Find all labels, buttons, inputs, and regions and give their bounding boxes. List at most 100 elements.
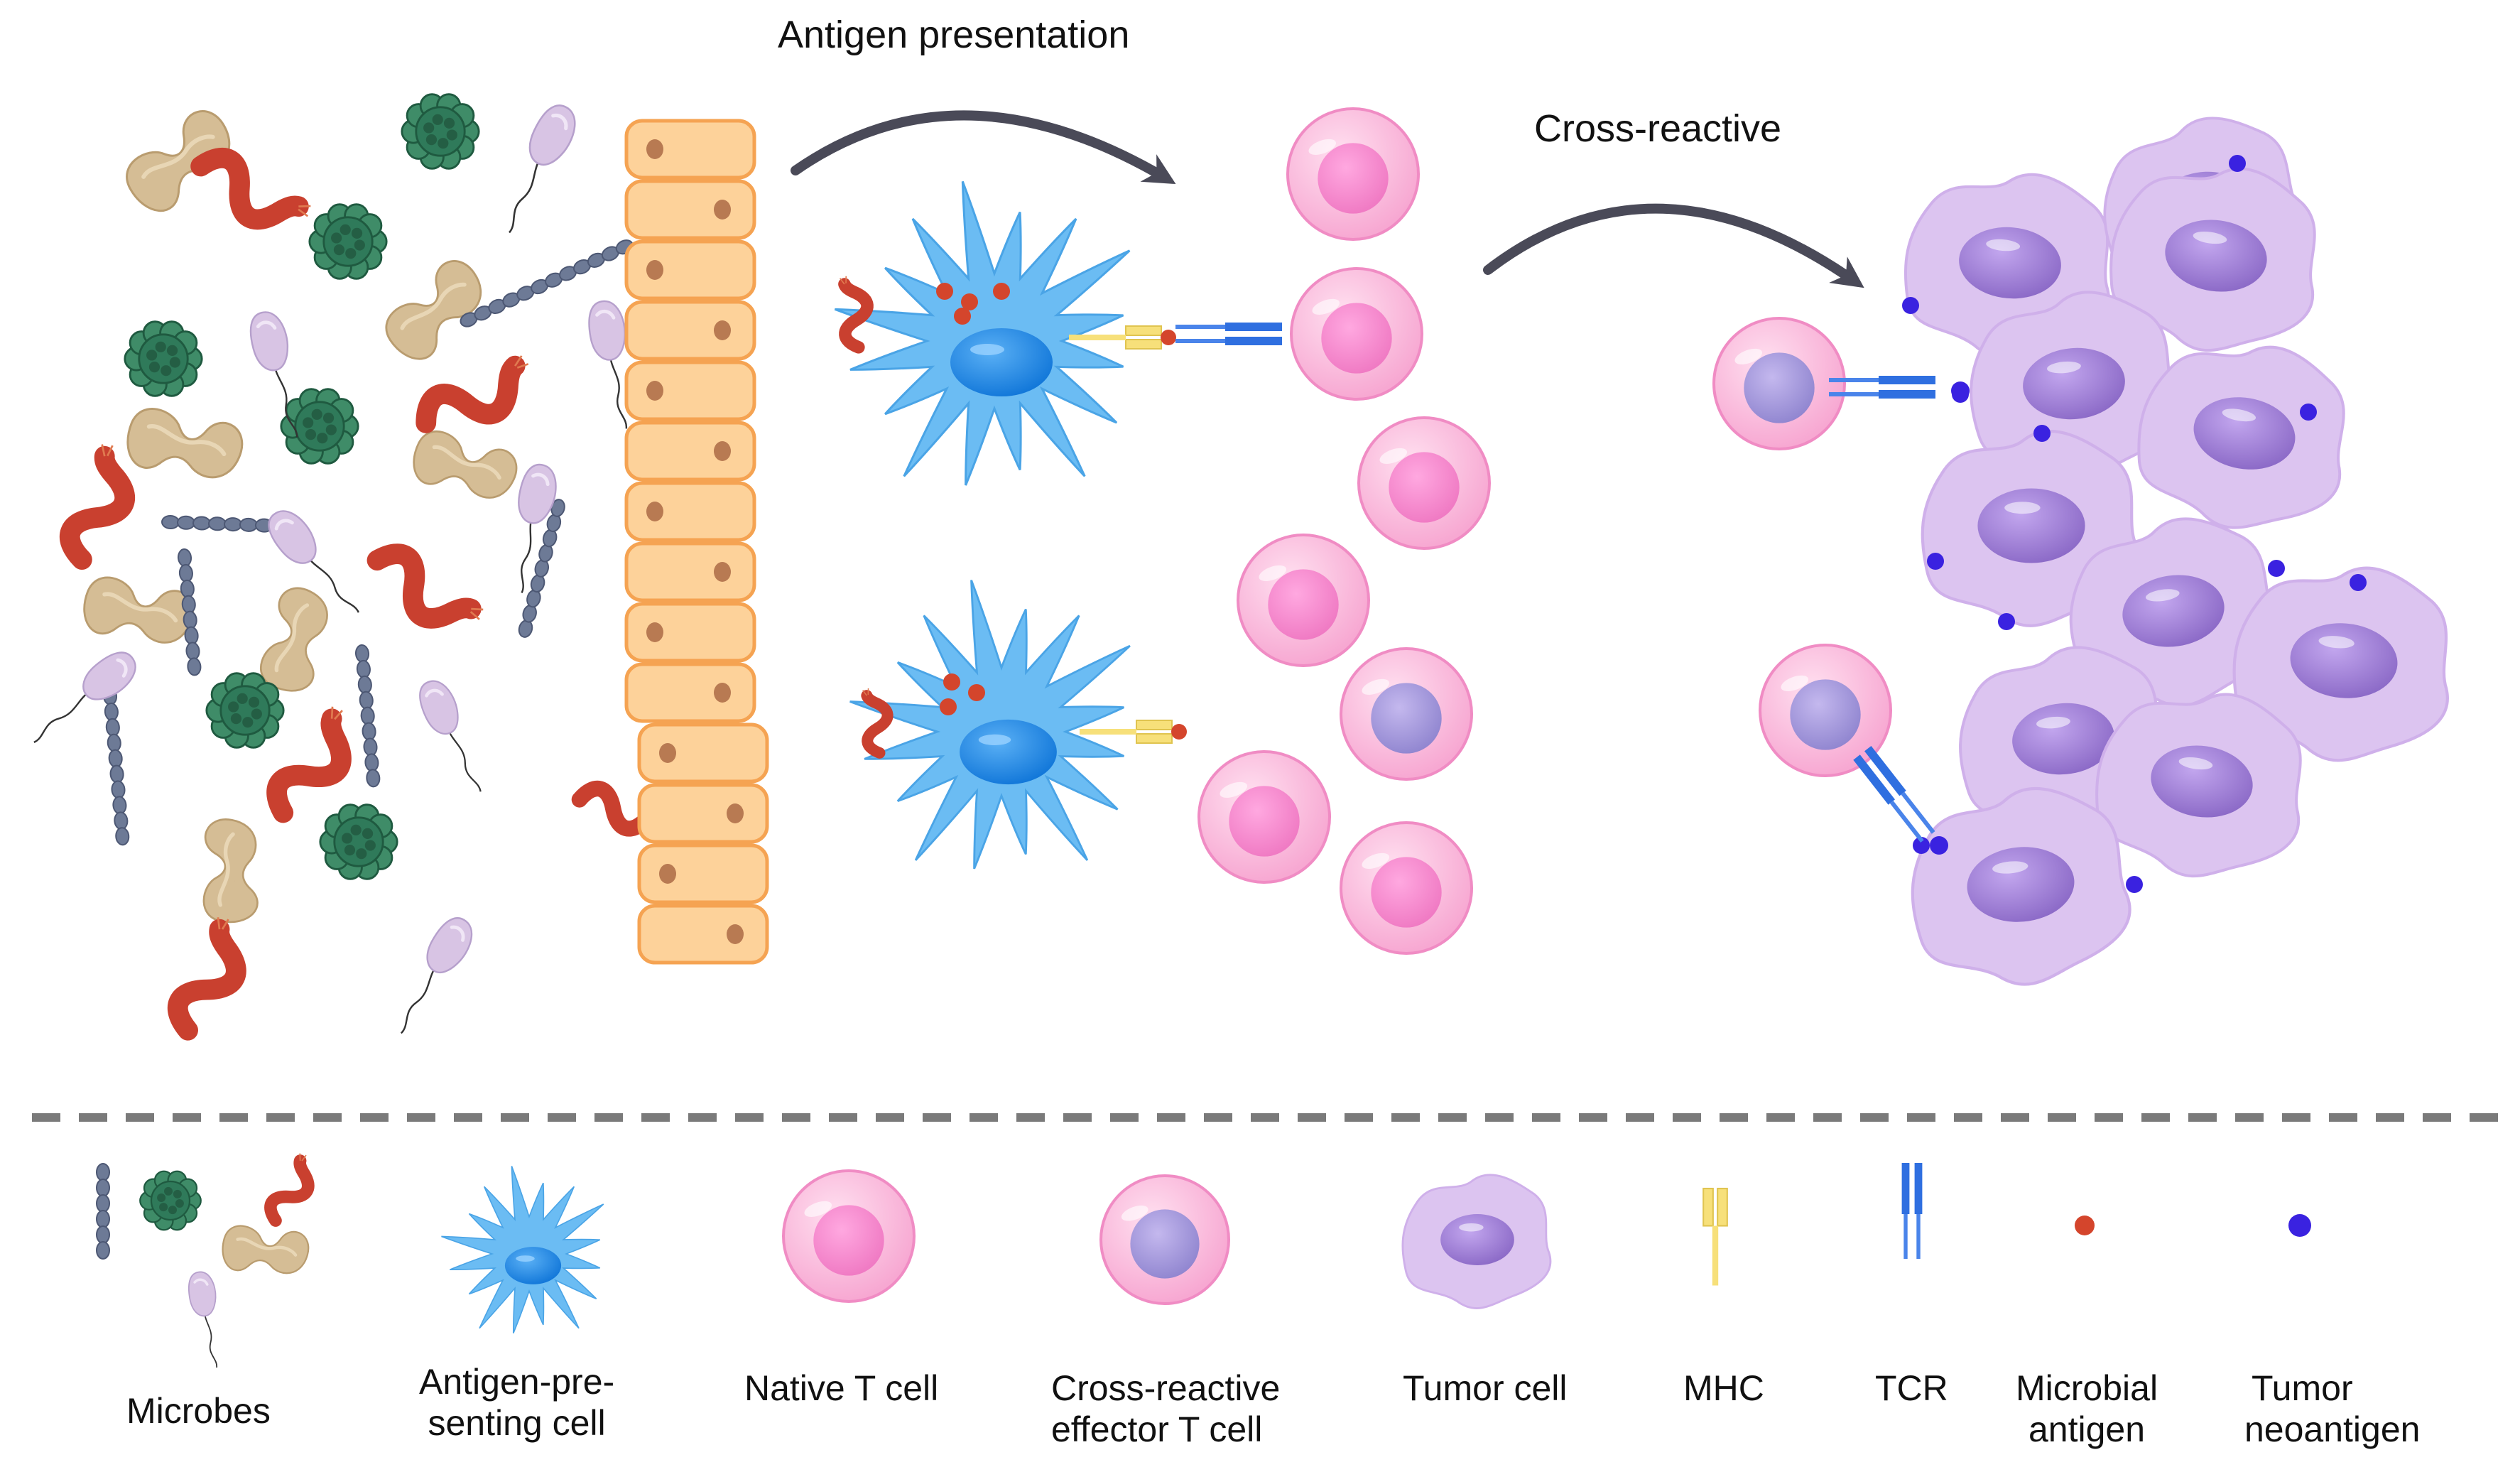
- legend-label-neo-line1: Tumor: [2244, 1368, 2420, 1409]
- virus-capsomere: [149, 362, 160, 372]
- epithelial-cell-nucleus: [646, 381, 663, 401]
- tcr-beta-stem: [1175, 339, 1225, 343]
- chain-bead: [185, 627, 199, 644]
- mhc-molecule: [1080, 720, 1172, 743]
- t-cell-nucleus: [1229, 786, 1299, 856]
- epithelial-cell-body: [626, 604, 754, 661]
- virus-core: [324, 217, 372, 266]
- legend-label-microbial-line2: antigen: [2016, 1409, 2158, 1450]
- rod-bacterium-body: [219, 1220, 311, 1282]
- virus-capsomere: [159, 1203, 168, 1211]
- spiral-bacterium-body: [190, 148, 301, 236]
- legend-label-effector-t-cell: Cross-reactive effector T cell: [1051, 1368, 1280, 1450]
- legend-label-microbial-antigen: Microbial antigen: [2016, 1368, 2158, 1450]
- epithelial-cell: [626, 362, 754, 419]
- t-cell: [1288, 109, 1418, 239]
- mhc-alpha-chain: [1126, 326, 1161, 335]
- t-cell-nucleus: [1318, 143, 1388, 213]
- chain-bead: [97, 1211, 109, 1228]
- t-cell: [1714, 318, 1845, 449]
- tcr-alpha-chain: [1902, 1163, 1910, 1214]
- virus: [320, 805, 397, 879]
- microbial-antigen-dot: [1171, 724, 1187, 740]
- epithelial-cell-nucleus: [714, 200, 731, 220]
- tumor-cell: [1403, 1175, 1550, 1309]
- virus-capsomere: [340, 224, 351, 235]
- legend-label-tumor-cell: Tumor cell: [1403, 1368, 1568, 1409]
- virus-capsomere: [352, 228, 362, 239]
- chain-bead: [107, 734, 121, 752]
- legend-label-microbial-line1: Microbial: [2016, 1368, 2158, 1409]
- virus-capsomere: [170, 357, 180, 367]
- chain-bead: [224, 518, 242, 531]
- virus-core: [221, 686, 269, 735]
- rod-bacterium-body: [78, 568, 198, 655]
- t-cell-nucleus: [1371, 683, 1441, 753]
- flagellate-body: [261, 503, 325, 571]
- legend-label-microbes: Microbes: [126, 1390, 271, 1431]
- epithelial-cell: [626, 242, 754, 298]
- spiral-bacterium: [190, 148, 313, 242]
- mhc-molecule: [1703, 1189, 1727, 1286]
- epithelial-cell-body: [626, 543, 754, 600]
- tumor-neoantigen-dot: [2300, 404, 2317, 421]
- microbial-antigen-dot: [968, 684, 985, 701]
- spiral-bacterium: [366, 543, 485, 644]
- epithelial-cell-nucleus: [714, 562, 731, 582]
- epithelial-barrier: [626, 121, 767, 963]
- chain-bead: [240, 518, 258, 531]
- t-cell: [1101, 1176, 1229, 1304]
- virus: [402, 94, 479, 169]
- virus-capsomere: [249, 697, 259, 708]
- t-cell: [1199, 752, 1330, 882]
- spiral-bacterium: [418, 354, 541, 441]
- virus-capsomere: [362, 828, 373, 839]
- virus-core: [139, 335, 188, 383]
- chain-bead: [363, 738, 377, 756]
- tcr-beta-chain: [1915, 1163, 1923, 1214]
- virus-capsomere: [342, 833, 352, 843]
- legend-label-tumor-neoantigen: Tumor neoantigen: [2244, 1368, 2420, 1450]
- virus-capsomere: [351, 825, 362, 835]
- virus-capsomere: [354, 239, 365, 250]
- antigen-presenting-cell: [835, 181, 1129, 485]
- tcr-molecule: [1175, 323, 1282, 345]
- virus-capsomere: [438, 138, 448, 148]
- virus-capsomere: [157, 1193, 165, 1202]
- apc-nucleus: [505, 1247, 561, 1284]
- antigen-presentation-arrow: [795, 115, 1165, 178]
- epithelial-cell: [626, 664, 754, 721]
- tumor-neoantigen-dot: [1902, 297, 1919, 314]
- apc-nucleus-highlight: [979, 735, 1011, 745]
- rod-bacterium-body: [406, 422, 522, 511]
- epithelial-cell-body: [626, 483, 754, 540]
- apc-nucleus: [960, 720, 1057, 784]
- t-cell: [1238, 535, 1369, 666]
- virus-capsomere: [345, 248, 356, 259]
- flagellate-microbe: [21, 644, 143, 754]
- epithelial-cell-body: [639, 725, 767, 781]
- flagellate-body: [245, 308, 294, 374]
- virus-capsomere: [356, 848, 366, 859]
- rod-bacterium: [121, 399, 247, 491]
- virus-capsomere: [334, 244, 344, 255]
- tcr-molecule: [1902, 1163, 1923, 1259]
- chain-bead: [209, 517, 227, 531]
- virus-capsomere: [303, 417, 313, 428]
- virus-core: [416, 107, 465, 156]
- tcr-beta-chain: [1879, 390, 1935, 399]
- legend-microbial-antigen-dot: [2075, 1216, 2095, 1235]
- apc-nucleus-highlight: [970, 344, 1004, 355]
- epithelial-cell-nucleus: [727, 803, 744, 823]
- flagellate-body: [413, 675, 466, 739]
- t-cell-nucleus: [1371, 857, 1441, 927]
- chain-bead: [114, 812, 128, 830]
- chain-bead: [97, 1226, 109, 1243]
- tumor-mass: [1899, 105, 2458, 994]
- antigen-presenting-cells: [835, 181, 1187, 868]
- rod-bacterium: [406, 422, 522, 511]
- tcr-beta-stem: [1916, 1214, 1920, 1259]
- chain-bead: [185, 642, 200, 660]
- chain-bead: [110, 765, 124, 783]
